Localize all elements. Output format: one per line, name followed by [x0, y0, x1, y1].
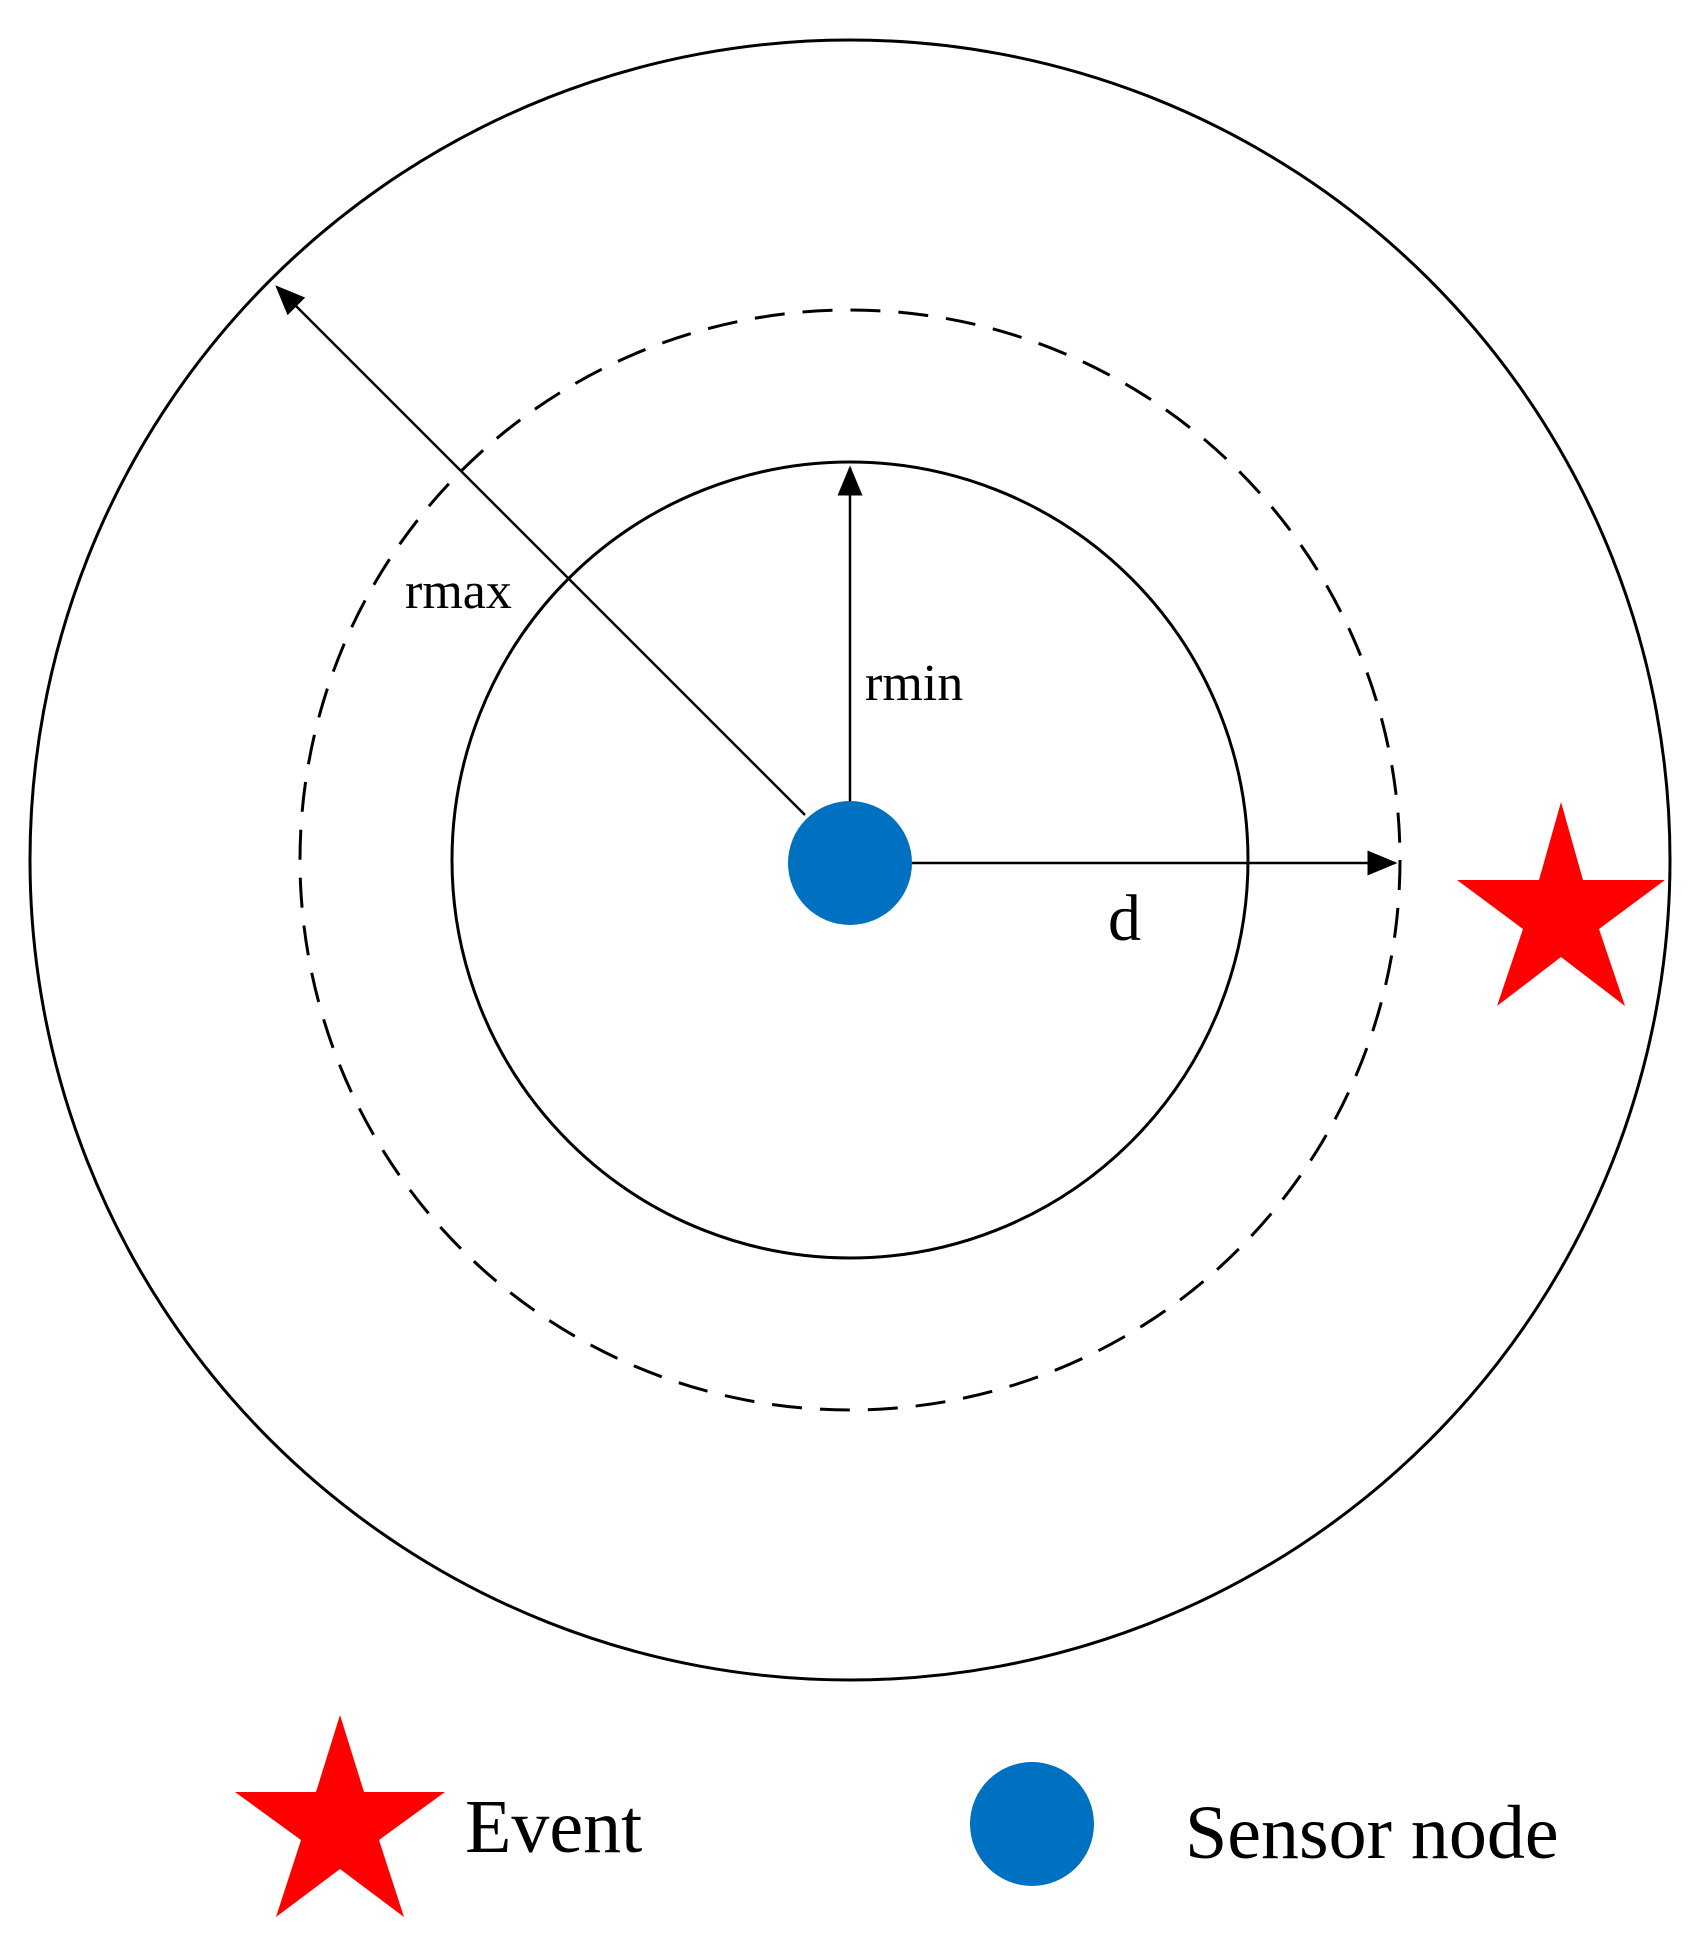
d-label: d: [1108, 882, 1141, 955]
sensor-node: [788, 801, 912, 925]
legend-sensor-label: Sensor node: [1185, 1791, 1559, 1875]
rmin-label: rmin: [865, 655, 963, 712]
legend: Event Sensor node: [235, 1715, 1559, 1917]
event-star-icon: [1457, 802, 1665, 1006]
dashed-distance-circle: [298, 308, 1402, 1412]
legend-sensor-icon: [970, 1762, 1094, 1886]
legend-event-label: Event: [465, 1785, 642, 1869]
legend-star-icon: [235, 1715, 445, 1917]
rmax-arrow: [275, 285, 806, 816]
outer-range-circle: [28, 38, 1672, 1682]
rmax-label: rmax: [405, 563, 512, 620]
inner-range-circle: [450, 460, 1250, 1260]
